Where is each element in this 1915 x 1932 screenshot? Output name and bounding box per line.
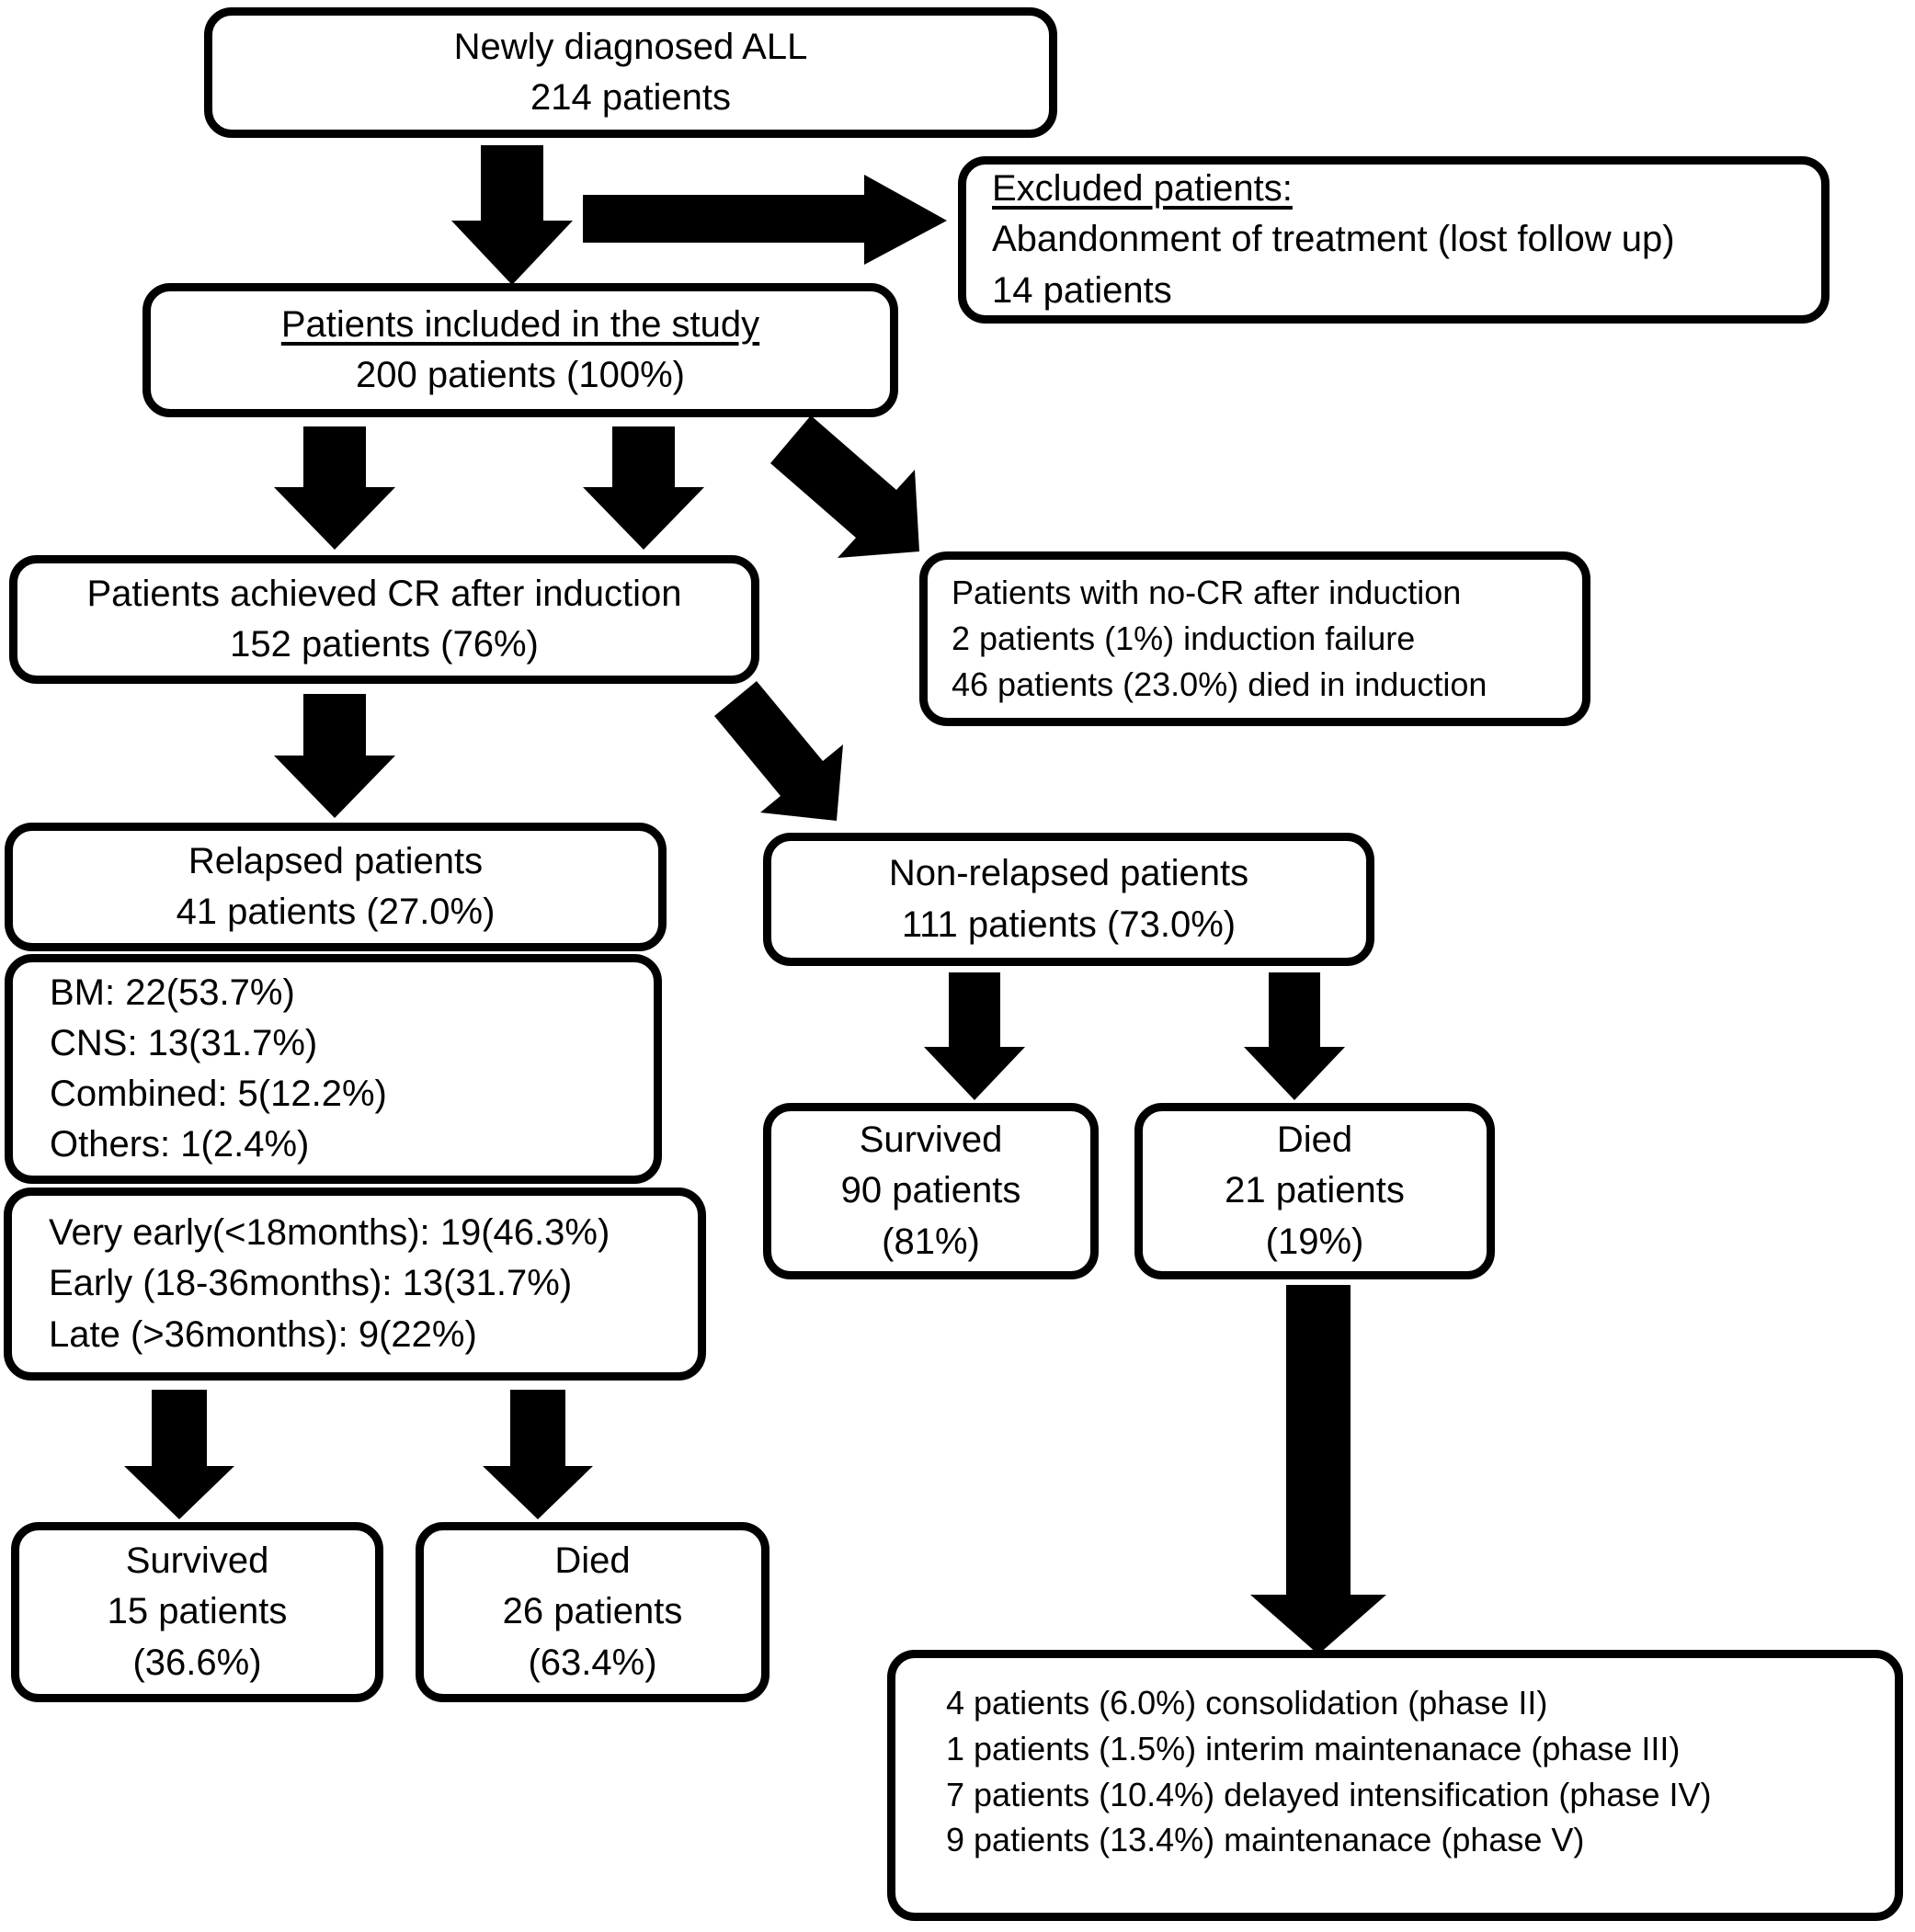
arrow-included-to-cr-left (274, 426, 395, 550)
node-nonrelapsed-died-line3: (19%) (1265, 1221, 1364, 1262)
node-phases-line2: 1 patients (1.5%) interim maintenanace (… (946, 1729, 1681, 1767)
node-timing-line2: Early (18-36months): 13(31.7%) (49, 1263, 573, 1304)
arrow-included-to-cr-right (583, 426, 704, 550)
node-nonrelapsed-survived-line1: Survived (859, 1119, 1003, 1161)
node-excluded-line3: 14 patients (992, 269, 1172, 311)
arrow-nonrelapsed-to-died-right (1244, 972, 1345, 1100)
node-relapsed-line2: 41 patients (27.0%) (176, 892, 496, 932)
node-relapsed-survived-line3: (36.6%) (132, 1642, 262, 1683)
node-sites-line1: BM: 22(53.7%) (50, 972, 295, 1013)
node-nocr-line2: 2 patients (1%) induction failure (952, 619, 1416, 658)
arrow-timing-to-died-left (483, 1390, 593, 1519)
node-newly-diagnosed-line1: Newly diagnosed ALL (453, 26, 808, 67)
node-nonrelapsed-survived-line3: (81%) (882, 1221, 980, 1262)
node-non-relapsed-died: Died 21 patients (19%) (1134, 1103, 1495, 1279)
node-non-relapsed-survived: Survived 90 patients (81%) (763, 1103, 1099, 1279)
node-relapsed-died-line3: (63.4%) (528, 1642, 657, 1683)
node-nonrelapsed-died-line1: Died (1276, 1119, 1353, 1161)
node-newly-diagnosed-line2: 214 patients (530, 77, 731, 118)
arrow-cr-to-relapsed (274, 694, 395, 818)
node-included-line1: Patients included in the study (280, 303, 760, 345)
node-nonrelapsed-line1: Non-relapsed patients (888, 853, 1249, 894)
node-nonrelapsed-survived-line2: 90 patients (840, 1170, 1021, 1211)
node-nocr-line1: Patients with no-CR after induction (952, 574, 1462, 612)
node-excluded: Excluded patients: Abandonment of treatm… (958, 156, 1830, 324)
node-sites-line3: Combined: 5(12.2%) (50, 1074, 387, 1114)
node-relapse-timing: Very early(<18months): 19(46.3%) Early (… (4, 1188, 706, 1381)
node-no-cr-after-induction: Patients with no-CR after induction 2 pa… (919, 551, 1590, 726)
node-relapsed-survived-line1: Survived (125, 1540, 269, 1582)
arrow-died-to-phases (1250, 1285, 1386, 1654)
node-cr-line2: 152 patients (76%) (230, 624, 539, 665)
node-cr-line1: Patients achieved CR after induction (86, 573, 682, 614)
node-newly-diagnosed: Newly diagnosed ALL 214 patients (204, 7, 1057, 138)
node-phases-line1: 4 patients (6.0%) consolidation (phase I… (946, 1684, 1548, 1722)
node-phases-line3: 7 patients (10.4%) delayed intensificati… (946, 1775, 1712, 1813)
node-relapsed-died: Died 26 patients (63.4%) (416, 1522, 769, 1702)
node-death-phases: 4 patients (6.0%) consolidation (phase I… (887, 1650, 1903, 1921)
node-relapsed-survived: Survived 15 patients (36.6%) (11, 1522, 383, 1702)
node-sites-line2: CNS: 13(31.7%) (50, 1022, 318, 1063)
node-relapsed-survived-line2: 15 patients (107, 1591, 288, 1632)
node-relapse-sites: BM: 22(53.7%) CNS: 13(31.7%) Combined: 5… (5, 954, 662, 1184)
node-timing-line3: Late (>36months): 9(22%) (49, 1313, 477, 1355)
arrow-timing-to-survived-left (124, 1390, 234, 1519)
node-relapsed: Relapsed patients 41 patients (27.0%) (5, 823, 667, 951)
node-nonrelapsed-line2: 111 patients (73.0%) (901, 903, 1237, 945)
node-relapsed-line1: Relapsed patients (188, 840, 484, 881)
arrow-newly-to-excluded (583, 175, 947, 265)
node-included-line2: 200 patients (100%) (355, 355, 685, 395)
node-cr-after-induction: Patients achieved CR after induction 152… (9, 555, 759, 684)
node-phases-line4: 9 patients (13.4%) maintenanace (phase V… (946, 1821, 1585, 1859)
node-non-relapsed: Non-relapsed patients 111 patients (73.0… (763, 833, 1374, 966)
node-relapsed-died-line1: Died (554, 1540, 631, 1582)
node-included: Patients included in the study 200 patie… (142, 283, 898, 417)
node-relapsed-died-line2: 26 patients (502, 1591, 683, 1632)
node-excluded-line1: Excluded patients: (992, 168, 1293, 210)
node-sites-line4: Others: 1(2.4%) (50, 1124, 310, 1165)
node-nocr-line3: 46 patients (23.0%) died in induction (952, 665, 1488, 703)
node-nonrelapsed-died-line2: 21 patients (1225, 1170, 1405, 1211)
arrow-nonrelapsed-to-survived-right (924, 972, 1025, 1100)
arrow-included-to-nocr (770, 415, 919, 558)
node-timing-line1: Very early(<18months): 19(46.3%) (49, 1212, 610, 1254)
node-excluded-line2: Abandonment of treatment (lost follow up… (992, 219, 1675, 260)
arrow-newly-to-included (451, 145, 573, 285)
arrow-cr-to-nonrelapsed (714, 681, 843, 821)
